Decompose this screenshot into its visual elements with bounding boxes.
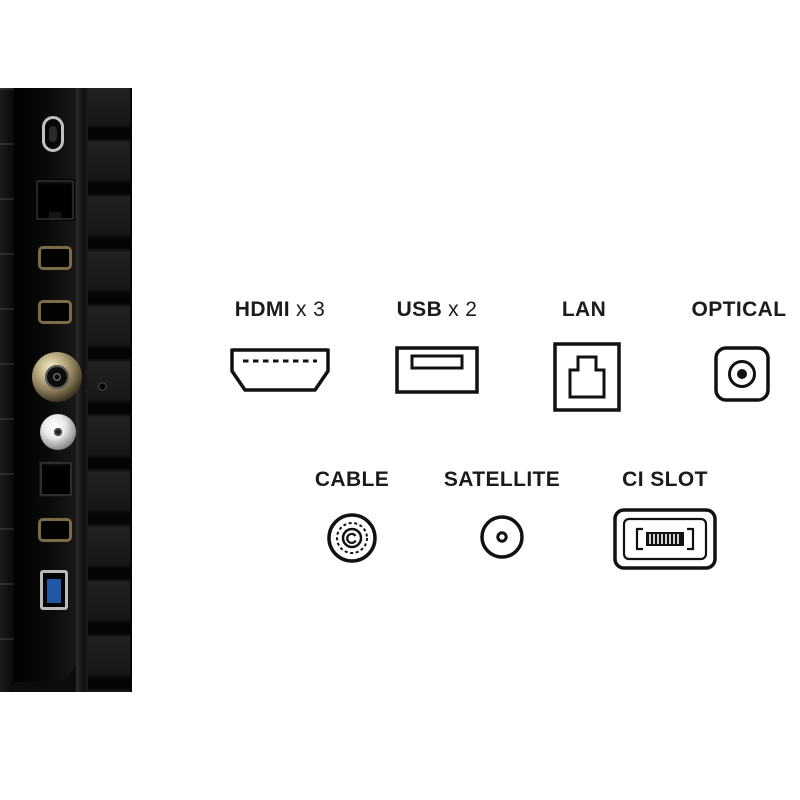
lan-port: [36, 180, 74, 220]
legend-satellite-text: SATELLITE: [443, 468, 561, 491]
antenna-port-center: [45, 365, 69, 389]
antenna-cable-port: [32, 352, 82, 402]
usb-port: [40, 570, 68, 610]
hdmi-port-3: [38, 518, 72, 542]
panel-left-bezel: [0, 88, 14, 692]
hdmi-port-1: [38, 246, 72, 270]
optical-icon: [714, 346, 770, 402]
tv-side-panel: [0, 88, 132, 692]
legend-hdmi-qty: x 3: [296, 298, 326, 321]
panel-screw-hole: [98, 382, 107, 391]
ci-slot-icon: [613, 508, 717, 570]
usb-icon: [395, 346, 479, 394]
legend-satellite-label: SATELLITE: [444, 468, 560, 492]
legend-lan: LAN: [507, 298, 667, 412]
legend-lan-label: LAN: [562, 298, 612, 322]
hdmi-icon: [230, 348, 330, 392]
service-port: [42, 116, 64, 152]
legend-usb-text: USB: [396, 298, 443, 321]
optical-port: [40, 462, 72, 496]
legend-optical-label: OPTICAL: [692, 298, 793, 322]
legend-ci-slot: CI SLOT: [585, 468, 745, 570]
legend-optical-text: OPTICAL: [691, 298, 787, 321]
legend-usb-qty: x 2: [448, 298, 478, 321]
legend-ci-slot-label: CI SLOT: [622, 468, 708, 492]
panel-vent-grille: [88, 88, 132, 692]
satellite-port: [40, 414, 76, 450]
legend-cable-text: CABLE: [314, 468, 390, 491]
legend-satellite: SATELLITE: [422, 468, 582, 560]
cable-icon: [326, 512, 378, 564]
satellite-icon: [479, 514, 525, 560]
lan-icon: [553, 342, 621, 412]
legend-cable: CABLE: [272, 468, 432, 564]
legend-hdmi-text: HDMI: [234, 298, 291, 321]
legend-ci-slot-text: CI SLOT: [622, 468, 708, 491]
panel-ridge: [76, 88, 88, 692]
legend-optical: OPTICAL: [662, 298, 800, 402]
legend-lan-text: LAN: [561, 298, 607, 321]
legend-cable-label: CABLE: [315, 468, 389, 492]
hdmi-port-2: [38, 300, 72, 324]
